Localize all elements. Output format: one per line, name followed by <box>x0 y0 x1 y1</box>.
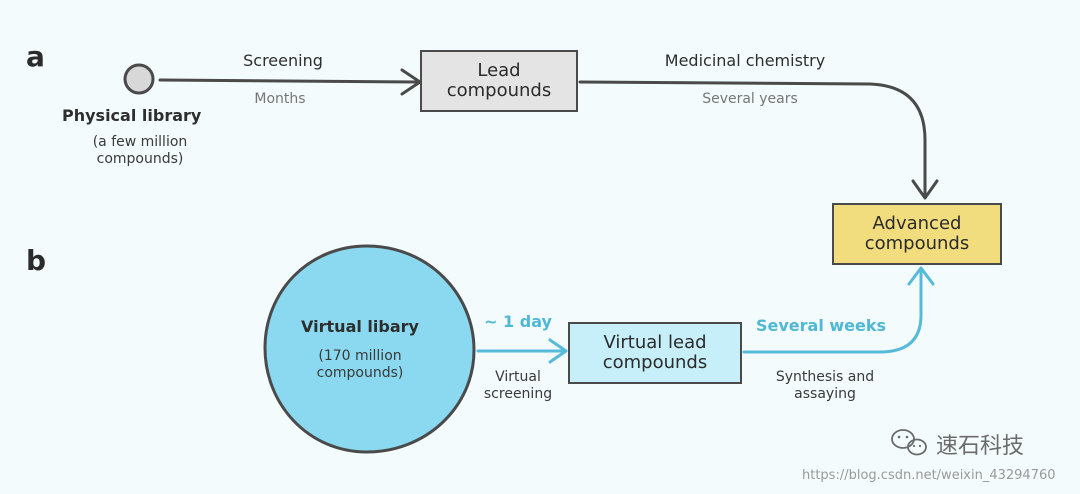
physical-library-subtitle-line1: (a few million <box>92 134 188 150</box>
virtual-lead-compounds-line2: compounds <box>602 352 708 373</box>
brand-name: 速石科技 <box>936 434 1025 459</box>
synthesis-label-line2: assaying <box>794 386 856 402</box>
medicinal-chemistry-arrow <box>578 80 927 198</box>
lead-compounds-box: Lead compounds <box>420 50 578 112</box>
synthesis-arrow <box>742 268 923 354</box>
synthesis-arrow-head <box>907 266 935 286</box>
source-watermark: https://blog.csdn.net/weixin_43294760 <box>802 468 1056 483</box>
virtual-library-subtitle-line1: (170 million <box>318 348 402 364</box>
virtual-library-subtitle: (170 million compounds) <box>300 348 420 382</box>
physical-library-subtitle-line2: compounds) <box>96 151 184 167</box>
screening-duration: Months <box>254 91 306 107</box>
synthesis-label: Synthesis and assaying <box>758 369 892 403</box>
virtual-screening-label-line2: screening <box>483 386 553 402</box>
panel-b-letter: b <box>26 244 47 277</box>
virtual-screening-label: Virtual screening <box>476 369 560 403</box>
lead-compounds-line1: Lead <box>477 60 521 81</box>
medicinal-chemistry-label: Medicinal chemistry <box>664 51 826 70</box>
synthesis-label-line1: Synthesis and <box>775 369 875 385</box>
physical-library-subtitle: (a few million compounds) <box>82 134 198 168</box>
screening-label: Screening <box>243 51 323 70</box>
virtual-library-node <box>263 244 476 454</box>
advanced-compounds-box: Advanced compounds <box>832 203 1002 265</box>
advanced-compounds-line1: Advanced <box>872 213 962 234</box>
physical-library-node <box>123 63 155 95</box>
virtual-lead-compounds-line1: Virtual lead <box>603 332 707 353</box>
virtual-screening-duration: ~ 1 day <box>484 312 552 331</box>
virtual-screening-label-line1: Virtual <box>495 369 541 385</box>
synthesis-duration: Several weeks <box>755 316 887 335</box>
lead-compounds-line2: compounds <box>446 80 552 101</box>
panel-a-letter: a <box>26 40 45 73</box>
physical-library-title: Physical library <box>62 106 202 125</box>
virtual-library-subtitle-line2: compounds) <box>316 365 404 381</box>
medicinal-chemistry-duration: Several years <box>702 91 798 107</box>
medicinal-chemistry-arrow-head <box>911 179 939 200</box>
virtual-lead-compounds-box: Virtual lead compounds <box>568 322 742 384</box>
virtual-screening-arrow-head <box>548 338 568 364</box>
wechat-icon <box>891 429 927 456</box>
virtual-library-title: Virtual libary <box>301 317 419 336</box>
advanced-compounds-line2: compounds <box>864 233 970 254</box>
screening-arrow <box>158 78 420 84</box>
